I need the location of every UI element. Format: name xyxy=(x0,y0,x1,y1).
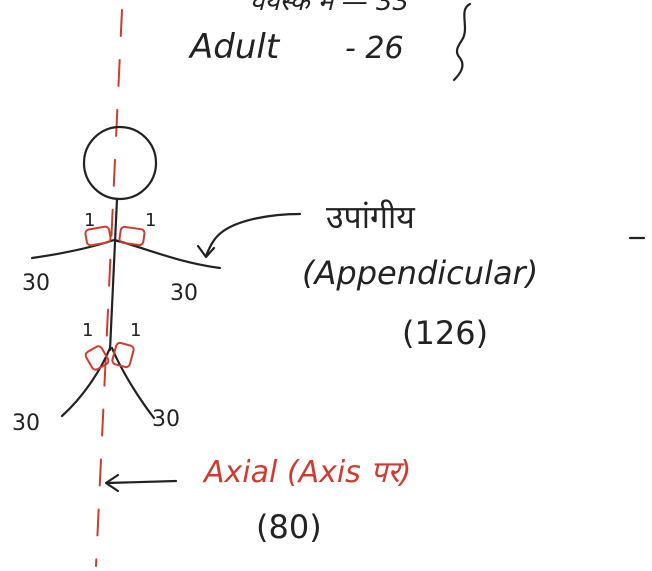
left-shoulder-girdle xyxy=(84,225,112,247)
right-shoulder-girdle xyxy=(118,225,146,247)
skull-circle xyxy=(82,125,158,201)
appendicular-english: (Appendicular) xyxy=(302,254,538,292)
right-leg-line xyxy=(110,346,156,420)
stick-figure xyxy=(30,125,222,420)
shoulder-right-mark: 1 xyxy=(145,210,156,231)
top-cut-text: वयस्क में — 33 xyxy=(250,0,409,17)
axial-label: Axial (Axis पर) xyxy=(202,455,411,490)
axial-count: (80) xyxy=(256,508,322,546)
axial-arrowhead xyxy=(104,473,120,493)
shoulder-left-mark: 1 xyxy=(84,210,95,231)
left-hip-girdle xyxy=(84,345,110,371)
appendicular-count: (126) xyxy=(402,314,488,352)
appendicular-arrowhead xyxy=(196,244,216,259)
right-hip-girdle xyxy=(111,341,135,369)
axial-arrow-line xyxy=(106,479,178,485)
adult-label: Adult xyxy=(188,27,281,67)
adult-count: - 26 xyxy=(345,31,404,66)
appendicular-hindi: उपांगीय xyxy=(326,198,416,236)
spine-line xyxy=(108,197,119,352)
hip-left-mark: 1 xyxy=(82,320,93,341)
appendicular-pointer-line xyxy=(204,212,302,258)
axial-line xyxy=(95,9,123,567)
curly-brace xyxy=(452,2,472,82)
left-arm-count: 30 xyxy=(22,271,50,296)
hip-right-mark: 1 xyxy=(130,320,141,341)
left-leg-count: 30 xyxy=(12,411,40,436)
right-arm-count: 30 xyxy=(170,281,198,306)
arms-line xyxy=(30,238,222,270)
right-leg-count: 30 xyxy=(152,407,180,432)
